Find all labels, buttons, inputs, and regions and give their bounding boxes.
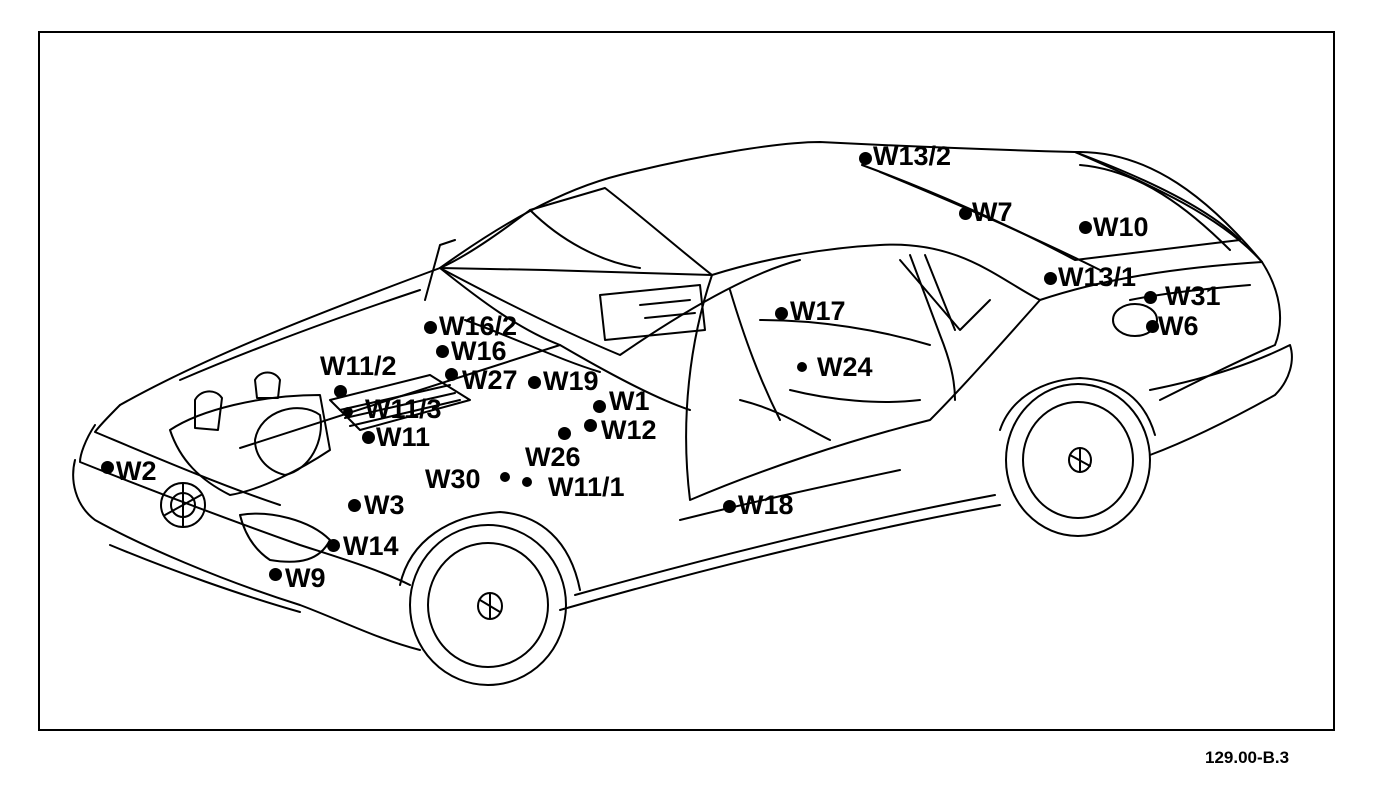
- callout-w17: W17: [790, 296, 846, 326]
- rear-wheel-arch: [999, 377, 1156, 436]
- callout-dot-w13-2: [859, 152, 872, 165]
- callout-w16-2: W16/2: [439, 311, 518, 341]
- callout-dot-w7: [959, 207, 972, 220]
- callout-dot-w26: [558, 427, 571, 440]
- callout-w24: W24: [817, 352, 873, 382]
- callout-dot-w19: [528, 376, 541, 389]
- callout-dot-w2: [101, 461, 114, 474]
- callout-w3: W3: [364, 490, 405, 520]
- callout-w1: W1: [609, 386, 650, 416]
- figure-reference: 129.00-B.3: [1205, 748, 1290, 767]
- callout-dot-w10: [1079, 221, 1092, 234]
- callout-w11-3: W11/3: [365, 394, 442, 424]
- hood-outline: [119, 267, 561, 449]
- callout-dot-w18: [723, 500, 736, 513]
- callout-dot-w11: [362, 431, 375, 444]
- callout-dot-w16-2: [424, 321, 437, 334]
- callout-dot-w17: [775, 307, 788, 320]
- callout-dot-w30: [500, 472, 510, 482]
- rear-window: [861, 151, 1241, 261]
- callout-dot-w11-2: [334, 385, 347, 398]
- callout-dot-w9: [269, 568, 282, 581]
- callout-w7: W7: [972, 197, 1013, 227]
- callout-w13-2: W13/2: [873, 141, 952, 171]
- callout-w27: W27: [462, 365, 518, 395]
- callout-w18: W18: [738, 490, 794, 520]
- callout-dot-w12: [584, 419, 597, 432]
- callout-dot-w27: [445, 368, 458, 381]
- front-wheel-arch: [399, 511, 581, 591]
- callout-dot-w24: [797, 362, 807, 372]
- callout-w19: W19: [543, 366, 599, 396]
- callout-dot-w16: [436, 345, 449, 358]
- windshield: [439, 187, 713, 276]
- callout-dot-w13-1: [1044, 272, 1057, 285]
- diagram-frame: [38, 31, 1335, 731]
- callout-dot-w31: [1144, 291, 1157, 304]
- callout-dot-w1: [593, 400, 606, 413]
- rocker-panel: [559, 504, 1001, 611]
- headlight: [239, 512, 331, 563]
- rear-bumper: [1149, 344, 1293, 456]
- callout-dot-w3: [348, 499, 361, 512]
- callout-w6: W6: [1158, 311, 1199, 341]
- callout-w14: W14: [343, 531, 399, 561]
- callout-dot-w11-1: [522, 477, 532, 487]
- callout-dot-w11-3: [343, 407, 353, 417]
- door-opening: [685, 243, 1041, 501]
- callout-w9: W9: [285, 563, 326, 593]
- callout-w2: W2: [116, 456, 157, 486]
- callout-dot-w6: [1146, 320, 1159, 333]
- callout-w11-1: W11/1: [548, 472, 625, 502]
- callout-w11-2: W11/2: [320, 351, 397, 381]
- roof-outline: [439, 141, 1263, 269]
- front-wheel: [409, 524, 567, 686]
- callout-w30: W30: [425, 464, 481, 494]
- cowl-line: [439, 259, 801, 356]
- rear-quarter: [1039, 261, 1282, 401]
- rear-wheel: [1005, 383, 1151, 537]
- callout-w31: W31: [1165, 281, 1221, 311]
- callout-dot-w14: [327, 539, 340, 552]
- callout-w11: W11: [376, 422, 431, 452]
- callout-w13-1: W13/1: [1058, 262, 1137, 292]
- callout-w10: W10: [1093, 212, 1149, 242]
- front-bumper: [72, 459, 421, 651]
- callout-w16: W16: [451, 336, 507, 366]
- callout-w12: W12: [601, 415, 657, 445]
- callout-w26: W26: [525, 442, 581, 472]
